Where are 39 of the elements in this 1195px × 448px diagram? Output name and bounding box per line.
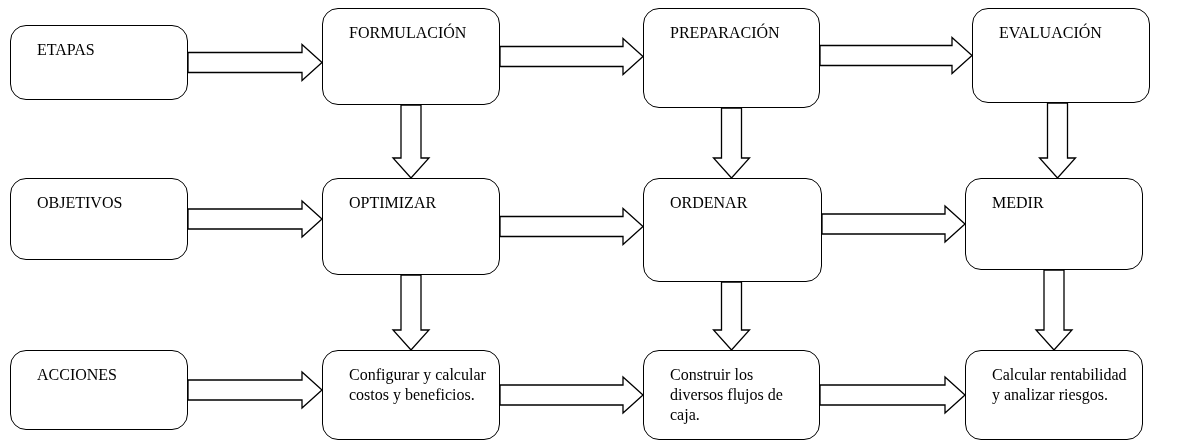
process-box [643, 8, 820, 108]
box-label: PREPARACIÓN [670, 23, 781, 43]
box-label: OPTIMIZAR [349, 193, 438, 213]
box-label: Construir los diversos flujos de caja. [670, 365, 784, 425]
box-label: EVALUACIÓN [999, 23, 1103, 43]
block-arrow [819, 375, 966, 415]
block-arrow [187, 43, 323, 82]
block-arrow [712, 281, 751, 351]
block-arrow [187, 199, 323, 239]
box-label: ACCIONES [37, 365, 118, 385]
block-arrow [187, 370, 323, 410]
process-box [972, 8, 1150, 103]
process-box [322, 350, 500, 440]
block-arrow [819, 36, 973, 75]
box-label: Calcular rentabilidad y analizar riesgos. [992, 365, 1128, 405]
process-box [965, 350, 1143, 440]
block-arrow [821, 204, 966, 244]
process-box [322, 8, 500, 105]
process-box [10, 350, 188, 430]
box-label: ETAPAS [37, 40, 96, 60]
block-arrow [1038, 102, 1077, 179]
process-box [965, 178, 1143, 270]
process-box [322, 178, 500, 275]
block-arrow [499, 207, 644, 246]
process-box [643, 350, 820, 440]
block-arrow [391, 274, 431, 351]
block-arrow [499, 375, 644, 415]
block-arrow [499, 37, 644, 76]
process-box [10, 25, 188, 100]
block-arrow [391, 104, 431, 179]
process-box [10, 178, 188, 260]
block-arrow [1034, 269, 1074, 351]
box-label: OBJETIVOS [37, 193, 124, 213]
box-label: Configurar y calcular costos y beneficios. [349, 365, 487, 405]
box-label: MEDIR [992, 193, 1045, 213]
box-label: ORDENAR [670, 193, 749, 213]
block-arrow [712, 107, 751, 179]
box-label: FORMULACIÓN [349, 23, 468, 43]
process-box [643, 178, 822, 282]
